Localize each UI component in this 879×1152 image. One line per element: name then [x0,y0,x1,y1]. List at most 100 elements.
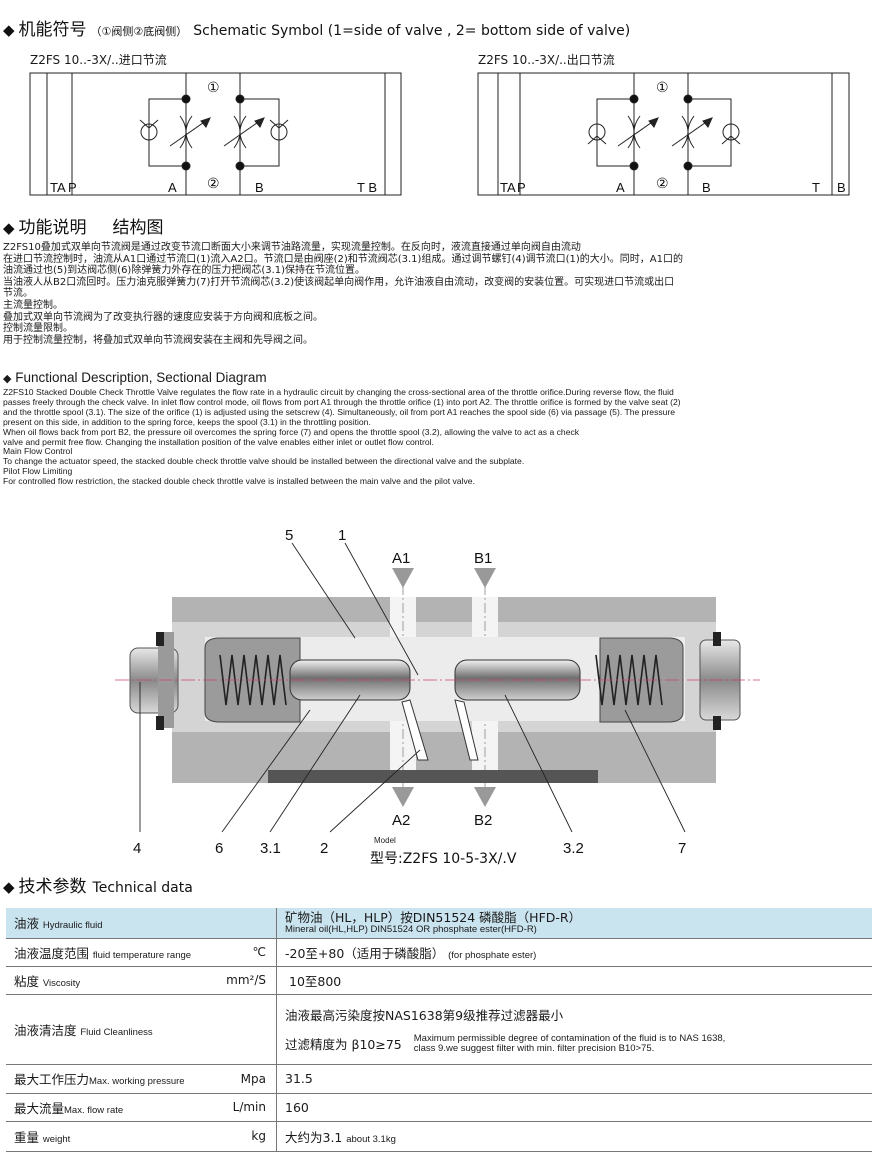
value-temp: -20至+80（适用于磷酸脂） (for phosphate ester) [276,938,872,967]
port-a-left: A [168,180,177,195]
cn-line: 叠加式双单向节流阀为了改变执行器的速度应安装于方向阀和底板之间。 [3,311,323,323]
port-label-b2: B2 [474,812,492,829]
model-label-en: Model [374,836,396,845]
label-en: Fluid Cleanliness [80,1026,153,1038]
tech-title-en: Technical data [92,880,193,896]
tech-table: 油液 Hydraulic fluid 矿物油（HL，HLP）按DIN51524 … [6,908,872,1152]
port-t-right: T [812,180,820,195]
schematic-title-en: Schematic Symbol (1=side of valve , 2= b… [193,23,631,39]
diamond-icon: ◆ [3,373,12,385]
value-weight: 大约为3.1 about 3.1kg [276,1121,872,1152]
label-cn: 最大流量 [14,1100,65,1116]
value-pressure: 31.5 [276,1064,872,1094]
sectional-diagram: 5 1 4 6 3.1 2 3.2 7 A1 B1 A2 B2 Model 型号… [115,527,760,867]
function-title: ◆功能说明结构图 [3,213,164,238]
cn-line: 油流通过也(5)到达阀芯侧(6)除弹簧力外存在的压力把阀芯(3.1)保持在节流位… [3,265,366,277]
value-cn2: 过滤精度为 β10≥75 [285,1037,402,1052]
en-line: When oil flows back from port B2, the pr… [3,426,580,437]
label-cn: 油液清洁度 [14,1022,77,1038]
schematic-right [477,72,850,196]
callout-4: 4 [133,840,141,857]
schematic-diagrams: TA P A B T B ① ② TA P A B T B ① ② [29,72,850,196]
value-cn: 大约为3.1 [285,1129,343,1145]
label-flow: 最大流量Max. flow rate L/min [6,1093,277,1122]
port-ta-right: TA [500,180,516,195]
cn-line: 主流量控制。 [3,299,63,311]
value-fluid: 矿物油（HL，HLP）按DIN51524 磷酸脂（HFD-R） Mineral … [276,908,872,939]
label-cn: 重量 [14,1129,40,1145]
cn-line: 节流。 [3,288,33,300]
diamond-icon: ◆ [3,21,15,39]
function-title-cn: 功能说明 [18,218,87,238]
arrow-a1 [392,568,414,588]
cn-line: 在进口节流控制时，油流从A1口通过节流口(1)流入A2口。节流口是由阀座(2)和… [3,253,683,265]
schematic-right-label: Z2FS 10..-3X/..出口节流 [478,53,615,67]
en-line: To change the actuator speed, the stacke… [3,456,525,467]
en-line: Z2FS10 Stacked Double Check Throttle Val… [3,387,674,397]
value-cn1: 油液最高污染度按NAS1638第9级推荐过滤器最小 [285,1007,564,1023]
marker-1-right: ① [656,79,669,95]
callout-7: 7 [678,840,686,857]
port-a-right: A [616,180,625,195]
callout-5: 5 [285,527,293,544]
callout-3-2: 3.2 [563,840,584,857]
marker-2-right: ② [656,175,669,191]
cn-line: Z2FS10叠加式双单向节流阀是通过改变节流口断面大小来调节油路流量，实现流量控… [3,242,581,253]
function-en-text: Z2FS10 Stacked Double Check Throttle Val… [3,387,681,487]
unit: L/min [232,1100,266,1114]
schematic-left [29,72,402,196]
schematic-title-cn: 机能符号 [18,20,87,40]
port-label-b1: B1 [474,550,492,567]
unit: Mpa [240,1071,266,1086]
label-en: Max. flow rate [64,1104,124,1116]
schematic-title: ◆机能符号（①阀侧②底阀侧） Schematic Symbol (1=side o… [3,15,630,40]
label-cn: 粘度 [14,973,40,989]
value-en: about 3.1kg [346,1133,396,1145]
en-line: Pilot Flow Limiting [3,466,73,477]
port-tb-left: T B [357,180,377,195]
arrow-b1 [474,568,496,588]
unit: mm²/S [226,973,266,987]
cn-line: 当油液人从B2口流回时。压力油克服弹簧力(7)打开节流阀芯(3.2)使该阀起单向… [3,276,675,288]
label-en: fluid temperature range [92,949,192,961]
arrow-a2 [392,787,414,807]
en-line: and the throttle spool (3.1). The size o… [3,406,676,417]
marker-2-left: ② [207,175,220,191]
port-p-right: P [517,180,526,195]
table-row: 油液温度范围 fluid temperature range℃ -20至+80（… [6,938,872,967]
diamond-icon: ◆ [3,219,15,237]
label-clean: 油液清洁度 Fluid Cleanliness [6,994,277,1065]
label-en: Max. working pressure [89,1076,185,1087]
function-title-en-text: Functional Description, Sectional Diagra… [15,370,267,385]
value: 10至800 [289,973,342,989]
label-en: Hydraulic fluid [42,920,103,932]
schematic-title-note: （①阀侧②底阀侧） [90,25,188,38]
value-visc: 10至800 [276,966,872,995]
label-fluid: 油液 Hydraulic fluid [6,908,277,939]
port-ta-left: TA [50,180,66,195]
port-label-a1: A1 [392,550,410,567]
en-line: valve and permit free flow. Changing the… [3,436,434,447]
unit: kg [251,1129,266,1143]
table-row: 油液清洁度 Fluid Cleanliness 油液最高污染度按NAS1638第… [6,994,872,1065]
port-b-left: B [255,180,264,195]
value-en: (for phosphate ester) [448,949,537,961]
callout-6: 6 [215,840,223,857]
cn-line: 控制流量限制。 [3,323,73,335]
en-line: Main Flow Control [3,446,73,457]
label-cn: 油液 [14,916,40,932]
value-cn: -20至+80（适用于磷酸脂） [285,945,445,961]
port-b-right: B [702,180,711,195]
diamond-icon: ◆ [3,878,15,896]
function-title-en: ◆ Functional Description, Sectional Diag… [3,370,267,385]
check-ball-right [270,123,288,141]
function-cn-text: Z2FS10叠加式双单向节流阀是通过改变节流口断面大小来调节油路流量，实现流量控… [3,242,683,346]
schematic-left-label: Z2FS 10..-3X/..进口节流 [30,53,167,67]
